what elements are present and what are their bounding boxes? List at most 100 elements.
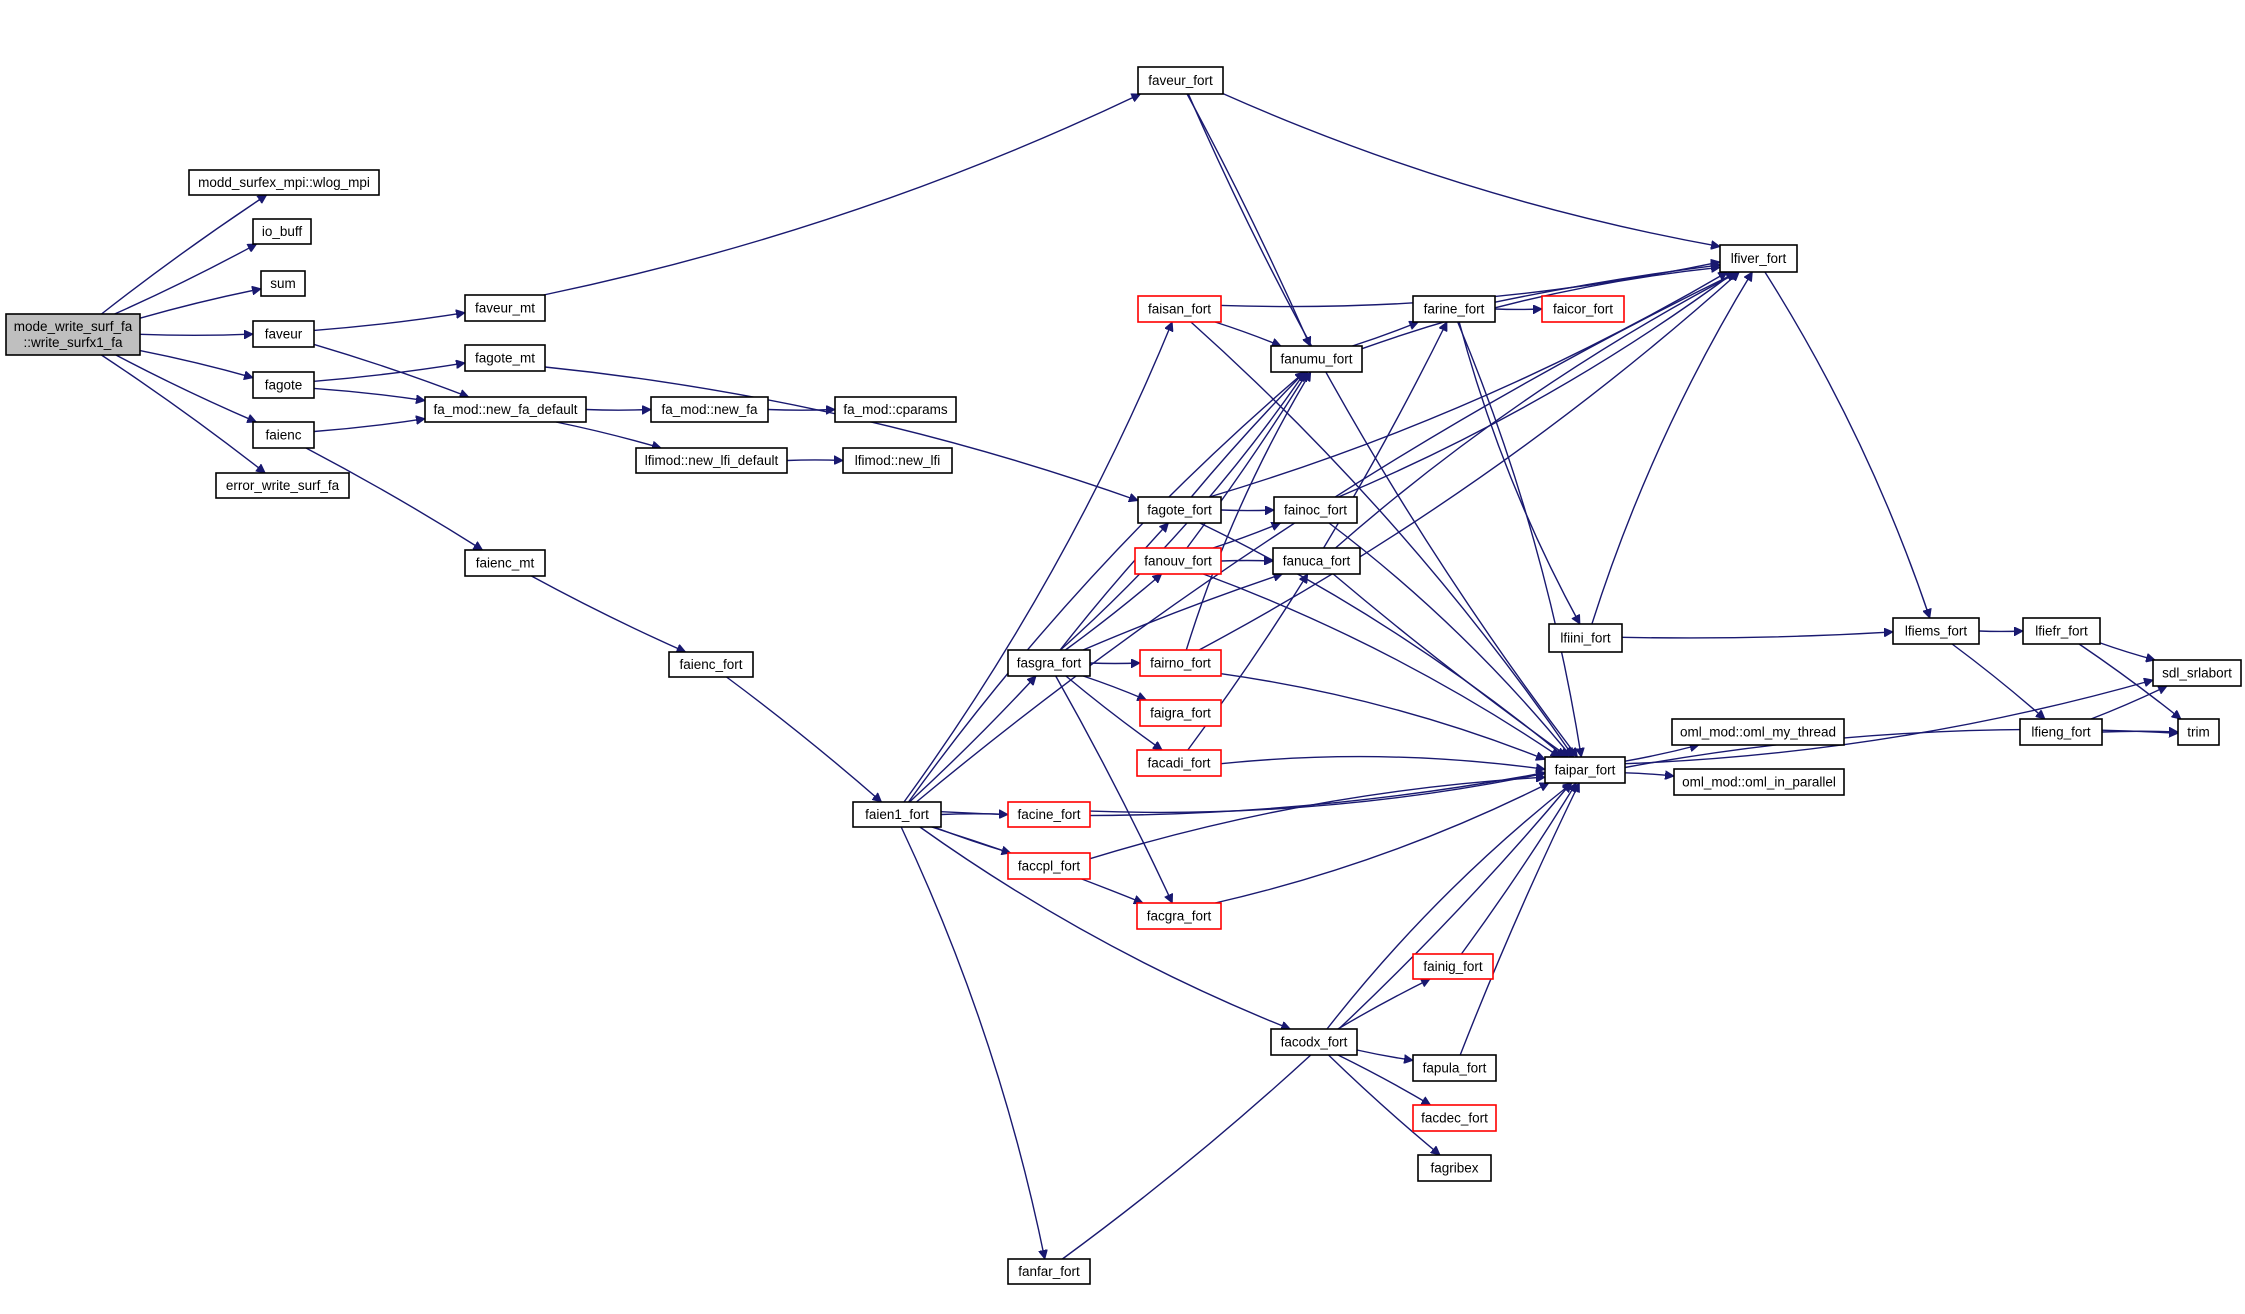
- node-fagote[interactable]: fagote: [252, 371, 315, 399]
- node-box-lfiefr_fort[interactable]: [2022, 617, 2101, 645]
- node-facdec_fort[interactable]: facdec_fort: [1412, 1104, 1497, 1132]
- node-box-faien1_fort[interactable]: [852, 801, 942, 828]
- node-box-faveur[interactable]: [252, 320, 315, 348]
- node-new_lfi[interactable]: lfimod::new_lfi: [842, 447, 953, 474]
- node-box-wlog_mpi[interactable]: [188, 169, 380, 196]
- node-box-fairno_fort[interactable]: [1139, 649, 1222, 677]
- node-box-trim[interactable]: [2177, 718, 2220, 746]
- node-box-faienc_fort[interactable]: [668, 651, 754, 678]
- node-box-facodx_fort[interactable]: [1270, 1028, 1358, 1056]
- node-faien1_fort[interactable]: faien1_fort: [852, 801, 942, 828]
- node-box-new_lfi[interactable]: [842, 447, 953, 474]
- node-faienc_fort[interactable]: faienc_fort: [668, 651, 754, 678]
- node-box-sum[interactable]: [260, 270, 306, 297]
- node-faveur_fort[interactable]: faveur_fort: [1137, 66, 1224, 95]
- node-faveur[interactable]: faveur: [252, 320, 315, 348]
- node-fanouv_fort[interactable]: fanouv_fort: [1134, 547, 1222, 575]
- node-box-fainoc_fort[interactable]: [1273, 496, 1358, 524]
- node-box-faigra_fort[interactable]: [1139, 699, 1222, 727]
- node-io_buff[interactable]: io_buff: [252, 218, 312, 245]
- node-box-facine_fort[interactable]: [1007, 801, 1091, 828]
- node-box-faienc_mt[interactable]: [464, 549, 546, 577]
- node-faccpl_fort[interactable]: faccpl_fort: [1007, 852, 1091, 880]
- node-faicor_fort[interactable]: faicor_fort: [1541, 295, 1625, 323]
- node-box-fagote_fort[interactable]: [1137, 496, 1222, 524]
- node-box-root[interactable]: [5, 313, 141, 356]
- node-wlog_mpi[interactable]: modd_surfex_mpi::wlog_mpi: [188, 169, 380, 196]
- node-fainoc_fort[interactable]: fainoc_fort: [1273, 496, 1358, 524]
- node-oml_in_parallel[interactable]: oml_mod::oml_in_parallel: [1673, 768, 1845, 796]
- node-box-faipar_fort[interactable]: [1544, 756, 1626, 784]
- node-box-facgra_fort[interactable]: [1136, 902, 1222, 930]
- node-facgra_fort[interactable]: facgra_fort: [1136, 902, 1222, 930]
- node-box-new_fa[interactable]: [650, 396, 769, 423]
- node-lfiini_fort[interactable]: lfiini_fort: [1548, 623, 1623, 653]
- node-lfiver_fort[interactable]: lfiver_fort: [1719, 244, 1798, 273]
- node-box-faienc[interactable]: [252, 421, 315, 449]
- node-fapula_fort[interactable]: fapula_fort: [1412, 1054, 1497, 1082]
- node-sum[interactable]: sum: [260, 270, 306, 297]
- node-box-fapula_fort[interactable]: [1412, 1054, 1497, 1082]
- node-lfiems_fort[interactable]: lfiems_fort: [1892, 617, 1980, 645]
- node-lfieng_fort[interactable]: lfieng_fort: [2019, 718, 2103, 746]
- node-box-faisan_fort[interactable]: [1137, 295, 1222, 323]
- node-farine_fort[interactable]: farine_fort: [1412, 295, 1496, 323]
- node-box-lfiini_fort[interactable]: [1548, 623, 1623, 653]
- node-oml_my_thread[interactable]: oml_mod::oml_my_thread: [1671, 718, 1845, 746]
- node-lfiefr_fort[interactable]: lfiefr_fort: [2022, 617, 2101, 645]
- node-box-fagote[interactable]: [252, 371, 315, 399]
- node-box-sdl_srlabort[interactable]: [2152, 659, 2242, 687]
- node-fagote_mt[interactable]: fagote_mt: [464, 344, 546, 372]
- node-facodx_fort[interactable]: facodx_fort: [1270, 1028, 1358, 1056]
- node-faienc_mt[interactable]: faienc_mt: [464, 549, 546, 577]
- node-faveur_mt[interactable]: faveur_mt: [464, 294, 546, 322]
- node-cparams[interactable]: fa_mod::cparams: [834, 396, 957, 423]
- node-box-fanfar_fort[interactable]: [1007, 1258, 1091, 1285]
- node-new_lfi_default[interactable]: lfimod::new_lfi_default: [635, 447, 788, 474]
- node-new_fa[interactable]: fa_mod::new_fa: [650, 396, 769, 423]
- node-box-fagribex[interactable]: [1417, 1154, 1492, 1182]
- node-box-new_fa_default[interactable]: [424, 396, 587, 423]
- node-trim[interactable]: trim: [2177, 718, 2220, 746]
- node-faigra_fort[interactable]: faigra_fort: [1139, 699, 1222, 727]
- node-box-fanumu_fort[interactable]: [1270, 345, 1363, 373]
- node-sdl_srlabort[interactable]: sdl_srlabort: [2152, 659, 2242, 687]
- node-box-lfiems_fort[interactable]: [1892, 617, 1980, 645]
- node-box-oml_in_parallel[interactable]: [1673, 768, 1845, 796]
- node-new_fa_default[interactable]: fa_mod::new_fa_default: [424, 396, 587, 423]
- node-fagote_fort[interactable]: fagote_fort: [1137, 496, 1222, 524]
- node-box-new_lfi_default[interactable]: [635, 447, 788, 474]
- node-box-facadi_fort[interactable]: [1136, 749, 1222, 777]
- node-box-fanouv_fort[interactable]: [1134, 547, 1222, 575]
- node-box-faccpl_fort[interactable]: [1007, 852, 1091, 880]
- node-error_write[interactable]: error_write_surf_fa: [215, 472, 350, 499]
- node-box-fasgra_fort[interactable]: [1007, 649, 1091, 677]
- node-faisan_fort[interactable]: faisan_fort: [1137, 295, 1222, 323]
- node-box-faveur_mt[interactable]: [464, 294, 546, 322]
- node-box-fainig_fort[interactable]: [1412, 953, 1494, 980]
- node-fanfar_fort[interactable]: fanfar_fort: [1007, 1258, 1091, 1285]
- node-box-faicor_fort[interactable]: [1541, 295, 1625, 323]
- node-fasgra_fort[interactable]: fasgra_fort: [1007, 649, 1091, 677]
- node-box-cparams[interactable]: [834, 396, 957, 423]
- node-box-oml_my_thread[interactable]: [1671, 718, 1845, 746]
- node-box-faveur_fort[interactable]: [1137, 66, 1224, 95]
- node-box-farine_fort[interactable]: [1412, 295, 1496, 323]
- node-fainig_fort[interactable]: fainig_fort: [1412, 953, 1494, 980]
- node-box-lfieng_fort[interactable]: [2019, 718, 2103, 746]
- node-box-io_buff[interactable]: [252, 218, 312, 245]
- node-box-facdec_fort[interactable]: [1412, 1104, 1497, 1132]
- node-faipar_fort[interactable]: faipar_fort: [1544, 756, 1626, 784]
- node-fanuca_fort[interactable]: fanuca_fort: [1272, 547, 1361, 575]
- node-fairno_fort[interactable]: fairno_fort: [1139, 649, 1222, 677]
- node-box-lfiver_fort[interactable]: [1719, 244, 1798, 273]
- node-faienc[interactable]: faienc: [252, 421, 315, 449]
- node-facadi_fort[interactable]: facadi_fort: [1136, 749, 1222, 777]
- node-root[interactable]: mode_write_surf_fa::write_surfx1_fa: [5, 313, 141, 356]
- node-fanumu_fort[interactable]: fanumu_fort: [1270, 345, 1363, 373]
- node-fagribex[interactable]: fagribex: [1417, 1154, 1492, 1182]
- node-box-error_write[interactable]: [215, 472, 350, 499]
- node-facine_fort[interactable]: facine_fort: [1007, 801, 1091, 828]
- node-box-fagote_mt[interactable]: [464, 344, 546, 372]
- node-box-fanuca_fort[interactable]: [1272, 547, 1361, 575]
